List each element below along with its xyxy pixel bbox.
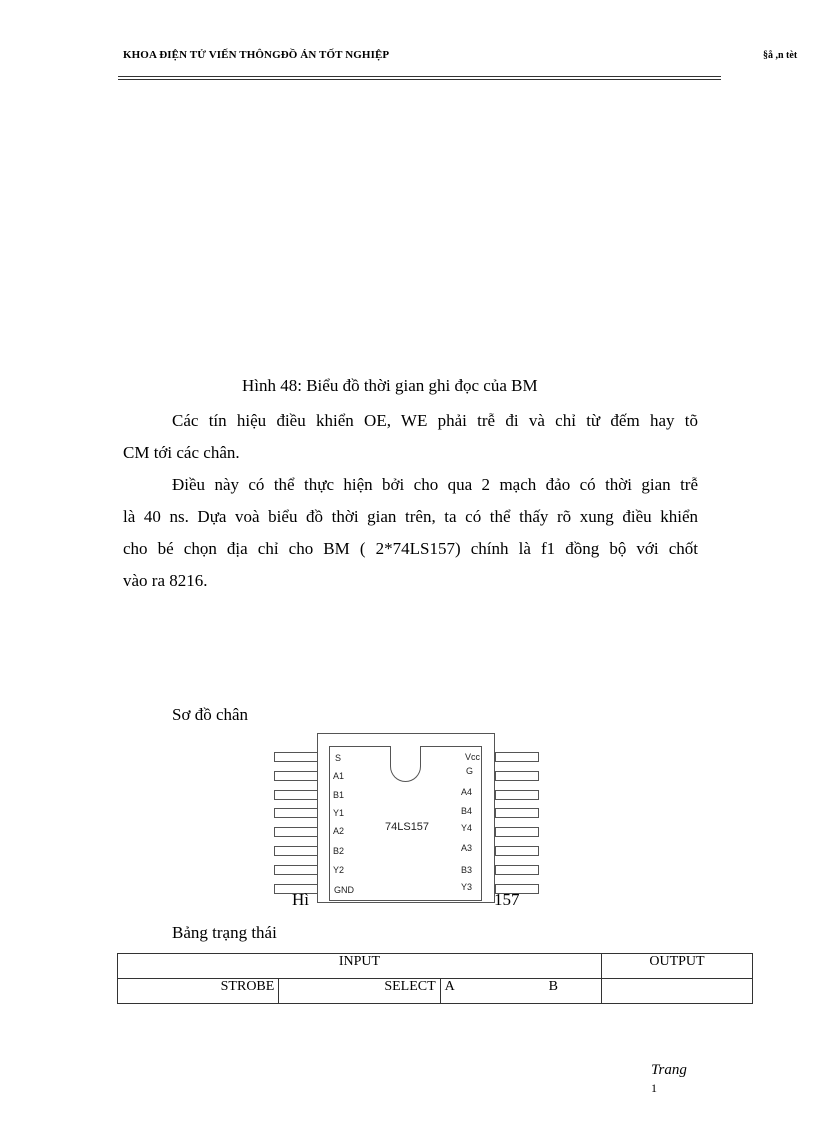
table-cell-output: [601, 978, 753, 1004]
pin-label-vcc: Vcc: [465, 752, 481, 762]
state-table: INPUT OUTPUT STROBE SELECT A B: [116, 953, 753, 1004]
pin-label-g: G: [466, 766, 474, 776]
paragraph-2-line-4: vào ra 8216.: [123, 571, 208, 590]
pin-label-a4: A4: [461, 787, 473, 797]
pinout-caption-right-fragment: 157: [494, 890, 520, 909]
table-header-output: OUTPUT: [601, 953, 753, 979]
table-label-a: A: [444, 979, 455, 994]
chip-notch: [390, 746, 421, 782]
pin-label-gnd: GND: [334, 885, 354, 895]
pin-right-2: [495, 771, 539, 781]
pin-label-y1: Y1: [333, 808, 345, 818]
pin-left-1: [274, 752, 318, 762]
paragraph-2-line-1: Điều này có thể thực hiện bởi cho qua 2 …: [172, 475, 698, 494]
pin-left-5: [274, 827, 318, 837]
pin-label-y2: Y2: [333, 865, 345, 875]
footer-page-number: 1: [651, 1081, 657, 1095]
pin-left-4: [274, 808, 318, 818]
header-rule-top: [118, 76, 721, 77]
table-row-subheader: STROBE SELECT A B: [116, 978, 753, 1004]
pin-label-b1: B1: [333, 790, 345, 800]
pin-label-b3: B3: [461, 865, 473, 875]
paragraph-1-line-1: Các tín hiệu điều khiển OE, WE phải trễ …: [172, 411, 698, 430]
header-rule-bottom: [118, 79, 721, 80]
pin-left-2: [274, 771, 318, 781]
table-row-header: INPUT OUTPUT: [117, 953, 753, 979]
pin-right-7: [495, 865, 539, 875]
pin-right-6: [495, 846, 539, 856]
pin-right-8: [495, 884, 539, 894]
paragraph-1-line-2: CM tới các chân.: [123, 443, 240, 462]
pin-left-6: [274, 846, 318, 856]
table-header-input: INPUT: [117, 953, 602, 979]
pinout-caption-left-fragment: Hì: [292, 890, 309, 909]
pin-label-y4: Y4: [461, 823, 473, 833]
pin-label-b2: B2: [333, 846, 345, 856]
table-cell-strobe: STROBE: [116, 978, 280, 1004]
pin-right-3: [495, 790, 539, 800]
table-cell-select: SELECT: [278, 978, 441, 1004]
paragraph-2-line-3: cho bé chọn địa chỉ cho BM ( 2*74LS157) …: [123, 539, 698, 558]
figure-48-caption: Hình 48: Biểu đồ thời gian ghi đọc của B…: [242, 376, 538, 395]
footer-page-label: Trang: [651, 1062, 687, 1078]
header-right-text: §å ,n tèt: [763, 50, 798, 61]
pin-left-3: [274, 790, 318, 800]
pin-right-1: [495, 752, 539, 762]
paragraph-2-line-2: là 40 ns. Dựa voà biểu đồ thời gian trên…: [123, 507, 698, 526]
state-table-heading: Bảng trạng thái: [172, 923, 277, 942]
pin-label-b4: B4: [461, 806, 473, 816]
header-title: KHOA ĐIỆN TỬ VIẾN THÔNGĐỒ ÁN TỐT NGHIỆP: [123, 49, 390, 61]
table-label-b: B: [548, 979, 558, 994]
pin-label-a2: A2: [333, 826, 345, 836]
pin-label-a1: A1: [333, 771, 345, 781]
pin-label-s: S: [335, 753, 342, 763]
chip-name-label: 74LS157: [385, 821, 430, 833]
pin-label-a3: A3: [461, 843, 473, 853]
pin-right-5: [495, 827, 539, 837]
pinout-heading: Sơ đồ chân: [172, 705, 249, 724]
table-cell-a-b: A B: [439, 978, 603, 1004]
pin-label-y3: Y3: [461, 882, 473, 892]
pin-right-4: [495, 808, 539, 818]
pin-left-7: [274, 865, 318, 875]
